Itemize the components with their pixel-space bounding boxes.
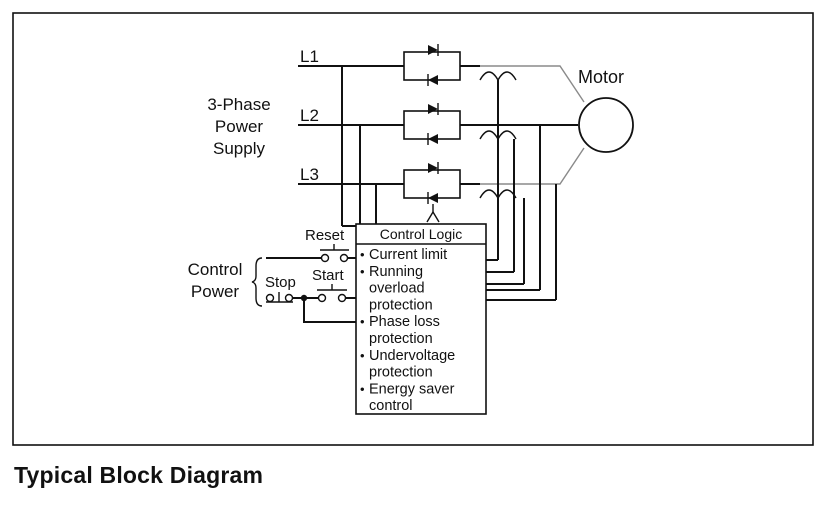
- feature-line: control: [369, 398, 413, 414]
- control-power-wiring: [251, 257, 356, 323]
- label-l1: L1: [300, 47, 319, 66]
- label-l3: L3: [300, 165, 319, 184]
- label-control-2: Power: [191, 282, 240, 301]
- feature-bullet: •: [360, 381, 365, 396]
- scr-block-l1: [403, 44, 461, 86]
- label-supply-1: 3-Phase: [207, 95, 270, 114]
- label-supply-2: Power: [215, 117, 264, 136]
- feature-line: Energy saver: [369, 381, 455, 397]
- feature-line: Running: [369, 264, 423, 280]
- motor-symbol: [578, 97, 634, 153]
- scr-block-l2: [403, 103, 461, 145]
- feature-bullet: •: [360, 247, 365, 262]
- load-sensing-wires: [486, 125, 557, 301]
- diagram-caption: Typical Block Diagram: [14, 462, 264, 488]
- label-control-1: Control: [188, 260, 243, 279]
- feature-line: protection: [369, 297, 433, 313]
- label-motor: Motor: [578, 67, 624, 87]
- label-l2: L2: [300, 106, 319, 125]
- gate-signal-arrow: [426, 210, 440, 223]
- feature-bullet: •: [360, 348, 365, 363]
- feature-line: Undervoltage: [369, 348, 455, 364]
- label-reset: Reset: [305, 227, 345, 244]
- control-logic-title: Control Logic: [380, 226, 463, 242]
- reset-pushbutton-symbol: [320, 244, 349, 263]
- phase-wires: [298, 65, 585, 227]
- feature-line: Phase loss: [369, 314, 440, 330]
- current-transformers: [479, 71, 525, 285]
- control-logic-features: •Current limit•Runningoverloadprotection…: [360, 247, 455, 414]
- label-supply-3: Supply: [213, 139, 265, 158]
- junction-dot: [300, 294, 308, 302]
- feature-bullet: •: [360, 314, 365, 329]
- feature-bullet: •: [360, 264, 365, 279]
- stop-pushbutton-symbol: [265, 292, 294, 303]
- feature-line: Current limit: [369, 247, 447, 263]
- feature-line: protection: [369, 365, 433, 381]
- control-logic-box: [355, 223, 487, 415]
- label-stop: Stop: [265, 274, 296, 291]
- scr-block-l3: [403, 162, 461, 204]
- label-start: Start: [312, 267, 345, 284]
- feature-line: overload: [369, 281, 425, 297]
- diagram-frame: [12, 12, 814, 446]
- start-pushbutton-symbol: [317, 284, 347, 303]
- feature-line: protection: [369, 331, 433, 347]
